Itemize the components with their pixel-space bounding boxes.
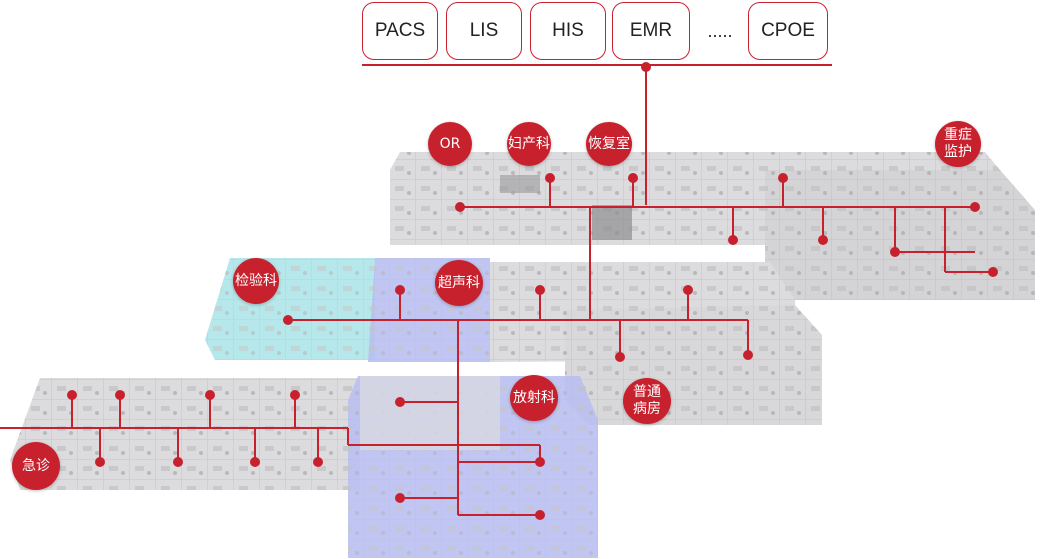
dept-or[interactable]: OR bbox=[428, 122, 472, 166]
upper-floor-block bbox=[390, 152, 1035, 300]
system-cpoe[interactable]: CPOE bbox=[748, 2, 828, 60]
system-pacs[interactable]: PACS bbox=[362, 2, 438, 60]
network-nodes bbox=[67, 62, 998, 520]
dept-radiology[interactable]: 放射科 bbox=[510, 375, 558, 421]
dept-ultrasound[interactable]: 超声科 bbox=[435, 260, 483, 306]
system-emr[interactable]: EMR bbox=[612, 2, 690, 60]
dept-emergency[interactable]: 急诊 bbox=[12, 442, 60, 490]
system-bar: PACS LIS HIS EMR ..... CPOE bbox=[362, 2, 832, 62]
emergency-block bbox=[10, 378, 360, 490]
radiology-block bbox=[348, 376, 598, 558]
dept-recovery[interactable]: 恢复室 bbox=[586, 122, 632, 166]
system-bus-line bbox=[362, 64, 832, 66]
dept-general-ward[interactable]: 普通 病房 bbox=[623, 378, 671, 424]
network-lines bbox=[0, 66, 993, 516]
system-ellipsis: ..... bbox=[707, 20, 733, 41]
dept-obgyn[interactable]: 妇产科 bbox=[507, 122, 551, 166]
system-lis[interactable]: LIS bbox=[446, 2, 522, 60]
system-his[interactable]: HIS bbox=[530, 2, 606, 60]
dept-icu[interactable]: 重症 监护 bbox=[935, 121, 981, 167]
dept-lab[interactable]: 检验科 bbox=[233, 258, 279, 304]
